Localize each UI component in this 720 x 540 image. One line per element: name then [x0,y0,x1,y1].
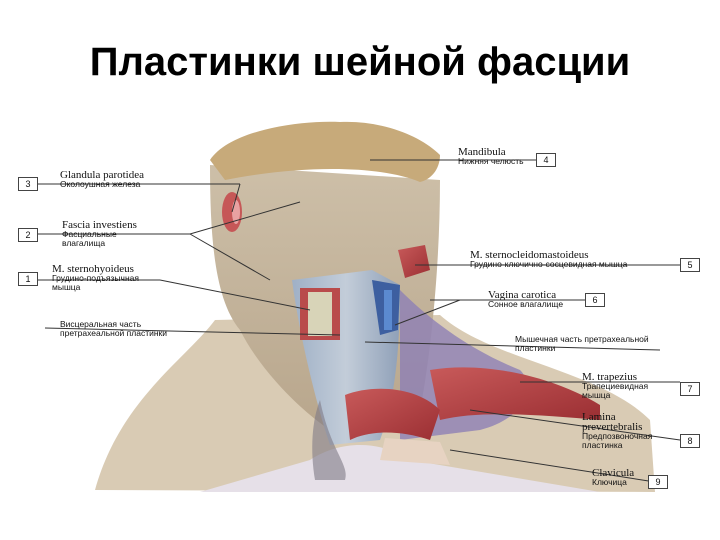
sternohyoideus-label: M. sternohyoideus Грудино-подъязычная мы… [52,264,162,292]
muscular-part-label: Мышечная часть претрахеальной пластинки [515,335,655,353]
clavicula-label: Clavicula Ключица [592,468,634,487]
mandibula-label: Mandibula Нижняя челюсть [458,147,524,166]
trapezius-muscle [430,367,600,420]
slide-title: Пластинки шейной фасции [0,40,720,85]
parotid-label: Glandula parotidea Околоушная железа [60,170,144,189]
num-box-7: 7 [680,382,700,396]
num-box-8: 8 [680,434,700,448]
prevertebralis-label: Lamina prevertebralis Предпозвоночная пл… [582,412,672,450]
num-box-5: 5 [680,258,700,272]
scm-label: M. sternocleidomastoideus Грудино-ключич… [470,250,627,269]
visceral-part-label: Висцеральная часть претрахеальной пласти… [60,320,190,338]
num-box-9: 9 [648,475,668,489]
num-box-2: 2 [18,228,38,242]
num-box-4: 4 [536,153,556,167]
trapezius-label: M. trapezius Трапециевидная мышца [582,372,672,400]
vagina-carotica-label: Vagina carotica Сонное влагалище [488,290,563,309]
num-box-3: 3 [18,177,38,191]
num-box-6: 6 [585,293,605,307]
neck-fascia-illustration: Mandibula Нижняя челюсть 4 Glandula paro… [0,120,720,540]
num-box-1: 1 [18,272,38,286]
fascia-investiens-label: Fascia investiens Фасциальные влагалища [62,220,142,248]
